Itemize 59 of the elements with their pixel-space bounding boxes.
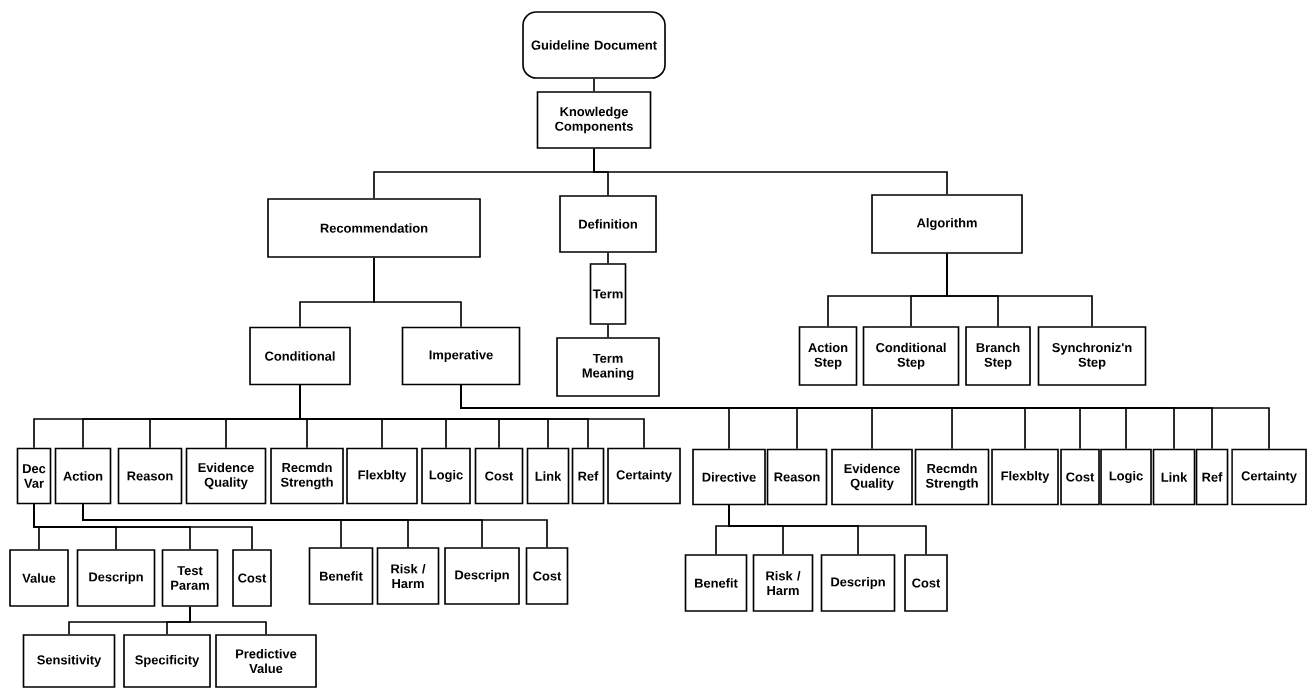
tree-connector — [373, 257, 462, 328]
component-box: Directive — [692, 448, 766, 506]
component-box: Recmdn Strength — [914, 448, 990, 506]
component-box: Imperative — [401, 326, 521, 386]
tree-connector — [593, 78, 595, 92]
component-box: Action — [54, 447, 112, 505]
component-box: Reason — [766, 448, 828, 506]
tree-connector — [33, 503, 253, 550]
component-box: Cost — [474, 447, 524, 505]
component-box: Flexblty — [991, 448, 1059, 506]
component-box: Specificity — [123, 634, 211, 688]
component-box: Benefit — [308, 547, 374, 605]
component-box: Risk / Harm — [752, 554, 814, 612]
component-box: Logic — [1100, 448, 1152, 506]
component-box: Conditional Step — [862, 326, 960, 386]
component-box: Conditional — [249, 326, 351, 386]
component-box: Synchroniz'n Step — [1037, 326, 1147, 386]
component-box: Link — [1152, 448, 1196, 506]
component-box: Dec Var — [16, 447, 52, 505]
tree-connector — [728, 504, 927, 555]
tree-connector — [593, 148, 948, 195]
component-box: Cost — [232, 549, 272, 607]
component-box: Term — [589, 263, 627, 325]
component-box: Algorithm — [871, 194, 1023, 254]
component-box: Ref — [571, 447, 605, 505]
component-box: Benefit — [684, 554, 748, 612]
tree-connector — [299, 384, 645, 449]
component-box: Recommendation — [267, 198, 481, 258]
component-box: Cost — [904, 554, 948, 612]
component-box: Evidence Quality — [185, 447, 267, 505]
component-box: Descripn — [820, 554, 896, 612]
tree-connector — [946, 253, 1093, 327]
component-box: Certainty — [607, 447, 681, 505]
component-box: Action Step — [798, 326, 858, 386]
component-box: Cost — [525, 547, 569, 605]
component-box: Value — [9, 549, 69, 607]
component-box: Sensitivity — [22, 634, 116, 688]
tree-connector — [189, 606, 267, 635]
component-box: Cost — [1060, 448, 1100, 506]
component-box: Evidence Quality — [831, 448, 913, 506]
component-box: Risk / Harm — [376, 547, 440, 605]
component-box: Recmdn Strength — [270, 447, 344, 505]
document-box: Guideline Document — [522, 11, 666, 79]
tree-connector — [607, 324, 609, 338]
component-box: Descripn — [76, 549, 156, 607]
component-box: Predictive Value — [215, 634, 317, 688]
component-box: Term Meaning — [556, 337, 660, 397]
component-box: Descripn — [444, 547, 520, 605]
component-box: Knowledge Components — [536, 91, 652, 149]
tree-connector — [607, 252, 609, 264]
component-box: Link — [526, 447, 570, 505]
component-box: Test Param — [161, 549, 219, 607]
component-box: Ref — [1195, 448, 1229, 506]
component-box: Branch Step — [965, 326, 1031, 386]
component-box: Reason — [117, 447, 183, 505]
component-box: Definition — [559, 195, 657, 253]
component-box: Logic — [421, 447, 471, 505]
component-box: Certainty — [1231, 448, 1307, 506]
component-box: Flexblty — [346, 447, 418, 505]
